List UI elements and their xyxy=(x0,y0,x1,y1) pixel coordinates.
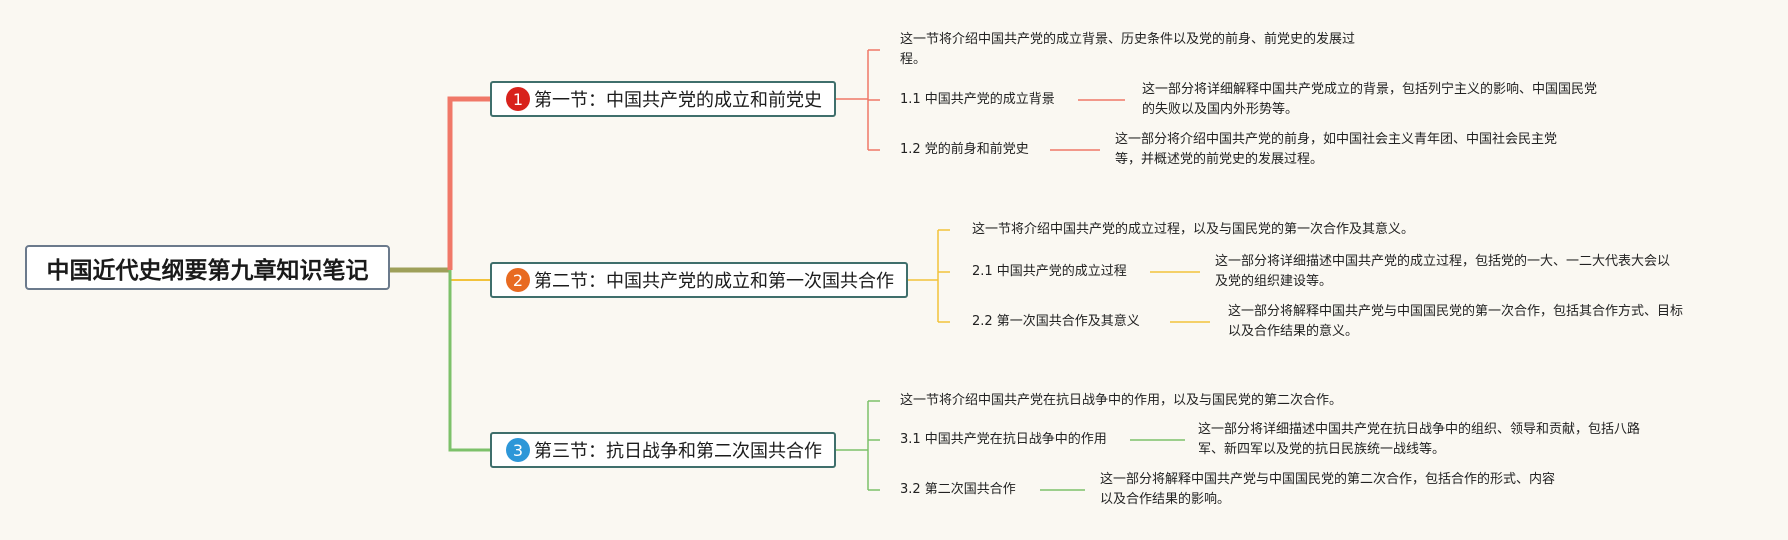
description-line: 这一部分将详细解释中国共产党成立的背景，包括列宁主义的影响、中国国民党 xyxy=(1142,82,1598,97)
section-2-intro: 这一节将介绍中国共产党的成立过程，以及与国民党的第一次合作及其意义。 xyxy=(972,220,1414,240)
sub-topic-3-2[interactable]: 3.2 第二次国共合作 xyxy=(900,482,1016,497)
section-2-title: 第二节：中国共产党的成立和第一次国共合作 xyxy=(534,271,894,292)
sub-topic-2-2[interactable]: 2.2 第一次国共合作及其意义 xyxy=(972,314,1140,329)
section-3-intro-line: 这一节将介绍中国共产党在抗日战争中的作用，以及与国民党的第二次合作。 xyxy=(900,393,1343,408)
description-line: 及党的组织建设等。 xyxy=(1215,274,1333,289)
section-2-intro-line: 这一节将介绍中国共产党的成立过程，以及与国民党的第一次合作及其意义。 xyxy=(972,222,1415,237)
branch-section-3-subs xyxy=(836,400,880,491)
branch-section-1 xyxy=(447,96,490,270)
section-3-title: 第三节：抗日战争和第二次国共合作 xyxy=(534,441,822,462)
description-line: 这一部分将解释中国共产党与中国国民党的第二次合作，包括合作的形式、内容 xyxy=(1100,472,1556,487)
branch-section-1-subs xyxy=(836,49,880,151)
description-line: 的失败以及国内外形势等。 xyxy=(1142,102,1299,117)
section-1-intro: 这一节将介绍中国共产党的成立背景、历史条件以及党的前身、前党史的发展过 程。 xyxy=(900,30,1355,70)
branch-section-2 xyxy=(449,270,490,281)
section-1-number-badge: 1 xyxy=(506,87,530,111)
description-line: 这一部分将解释中国共产党与中国国民党的第一次合作，包括其合作方式、目标 xyxy=(1228,304,1684,319)
section-1-intro-line: 这一节将介绍中国共产党的成立背景、历史条件以及党的前身、前党史的发展过 xyxy=(900,32,1356,47)
sub-topic-1-2-description: 这一部分将介绍中国共产党的前身，如中国社会主义青年团、中国社会民主党 等，并概述… xyxy=(1115,130,1557,170)
section-1-topic[interactable]: 1 第一节：中国共产党的成立和前党史 xyxy=(490,81,836,117)
description-line: 这一部分将详细描述中国共产党的成立过程，包括党的一大、一二大代表大会以 xyxy=(1215,254,1671,269)
sub-topic-2-1-description: 这一部分将详细描述中国共产党的成立过程，包括党的一大、一二大代表大会以 及党的组… xyxy=(1215,252,1670,292)
root-topic-title: 中国近代史纲要第九章知识笔记 xyxy=(46,257,369,284)
sub-topic-2-1[interactable]: 2.1 中国共产党的成立过程 xyxy=(972,264,1127,279)
section-3-intro: 这一节将介绍中国共产党在抗日战争中的作用，以及与国民党的第二次合作。 xyxy=(900,391,1342,411)
description-line: 军、新四军以及党的抗日民族统一战线等。 xyxy=(1198,442,1446,457)
sub-topic-3-1[interactable]: 3.1 中国共产党在抗日战争中的作用 xyxy=(900,432,1107,447)
description-line: 这一部分将介绍中国共产党的前身，如中国社会主义青年团、中国社会民主党 xyxy=(1115,132,1558,147)
sub-topic-3-1-description: 这一部分将详细描述中国共产党在抗日战争中的组织、领导和贡献，包括八路 军、新四军… xyxy=(1198,420,1640,460)
sub-topic-3-2-description: 这一部分将解释中国共产党与中国国民党的第二次合作，包括合作的形式、内容 以及合作… xyxy=(1100,470,1555,510)
description-line: 以及合作结果的影响。 xyxy=(1100,492,1231,507)
description-line: 这一部分将详细描述中国共产党在抗日战争中的组织、领导和贡献，包括八路 xyxy=(1198,422,1641,437)
description-line: 等，并概述党的前党史的发展过程。 xyxy=(1115,152,1324,167)
root-topic[interactable]: 中国近代史纲要第九章知识笔记 xyxy=(25,245,390,290)
sub-topic-1-2[interactable]: 1.2 党的前身和前党史 xyxy=(900,142,1029,157)
description-line: 以及合作结果的意义。 xyxy=(1228,324,1359,339)
sub-topic-1-1-description: 这一部分将详细解释中国共产党成立的背景，包括列宁主义的影响、中国国民党 的失败以… xyxy=(1142,80,1597,120)
sub-topic-2-2-description: 这一部分将解释中国共产党与中国国民党的第一次合作，包括其合作方式、目标 以及合作… xyxy=(1228,302,1683,342)
section-2-topic[interactable]: 2 第二节：中国共产党的成立和第一次国共合作 xyxy=(490,262,908,298)
section-3-topic[interactable]: 3 第三节：抗日战争和第二次国共合作 xyxy=(490,432,836,468)
section-1-intro-line: 程。 xyxy=(900,52,927,67)
sub-topic-1-1[interactable]: 1.1 中国共产党的成立背景 xyxy=(900,92,1055,107)
section-2-number-badge: 2 xyxy=(506,268,530,292)
section-1-title: 第一节：中国共产党的成立和前党史 xyxy=(534,90,822,111)
branch-section-3 xyxy=(448,270,490,452)
branch-section-2-subs xyxy=(908,229,950,323)
section-3-number-badge: 3 xyxy=(506,438,530,462)
